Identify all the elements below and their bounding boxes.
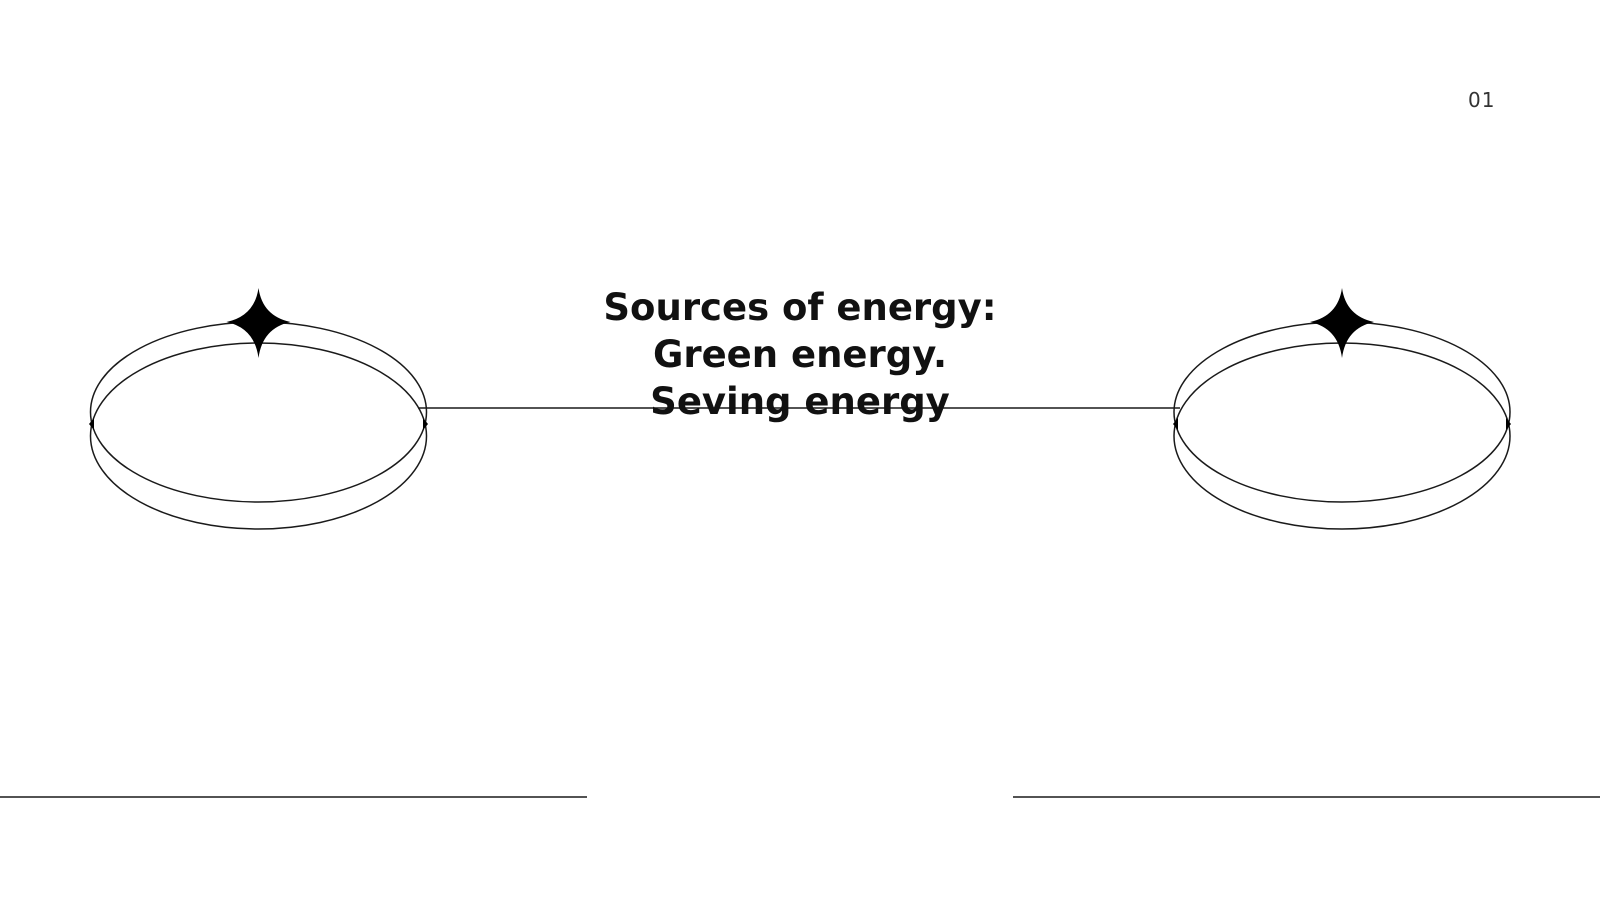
sparkle-icon xyxy=(1310,288,1374,358)
title-line-2: Green energy. xyxy=(652,333,948,376)
ring-edge-mark-icon xyxy=(1506,418,1511,430)
ring-edge-mark-icon xyxy=(1173,418,1178,430)
page-number: 01 xyxy=(1468,88,1496,112)
title-line-3: Seving energy xyxy=(650,380,950,423)
title-line-1: Sources of energy: xyxy=(603,286,997,329)
sparkle-icon xyxy=(226,288,291,358)
ring-edge-mark-icon xyxy=(423,418,428,430)
slide-title: Sources of energy: Green energy. Seving … xyxy=(500,284,1100,425)
ring-edge-mark-icon xyxy=(89,418,94,430)
